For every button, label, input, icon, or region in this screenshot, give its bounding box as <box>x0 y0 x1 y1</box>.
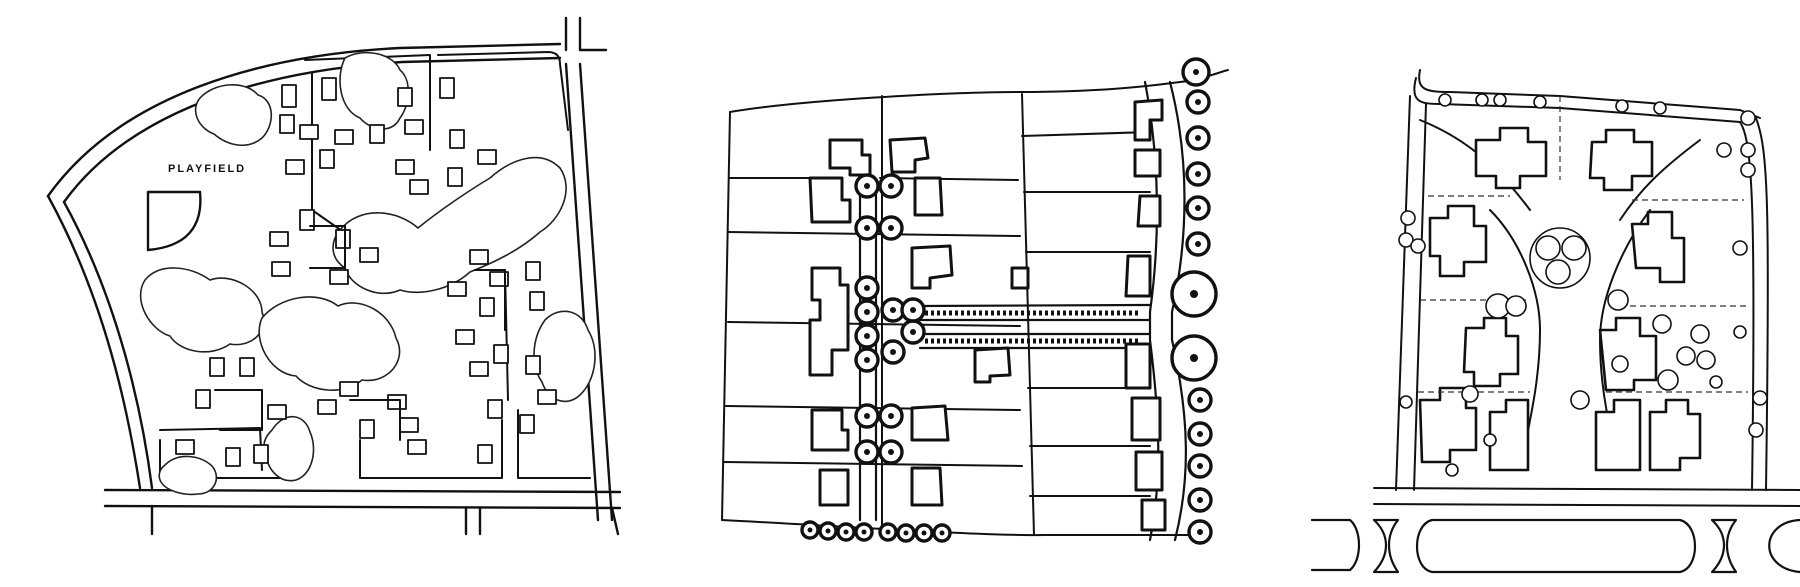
plan-1-pads <box>214 225 506 441</box>
site-plan-courts <box>721 57 1229 545</box>
plan-2-houses <box>808 98 1167 532</box>
plan-1-houses <box>175 77 557 467</box>
plan-3-trees <box>1398 93 1768 477</box>
plan-2-lane-dashes <box>925 310 1140 344</box>
plan-2-court-circles <box>800 57 1218 545</box>
plan-1-streets <box>46 16 622 536</box>
site-plan-loop-road <box>1310 69 1800 574</box>
plan-3-houses <box>1418 126 1702 472</box>
plan-3-medians <box>1310 518 1800 574</box>
site-plan-playfield: PLAYFIELD <box>46 16 622 536</box>
playfield-label: PLAYFIELD <box>168 163 246 175</box>
playfield-backstop <box>146 190 202 252</box>
plan-1-tree-canopy <box>139 51 596 496</box>
